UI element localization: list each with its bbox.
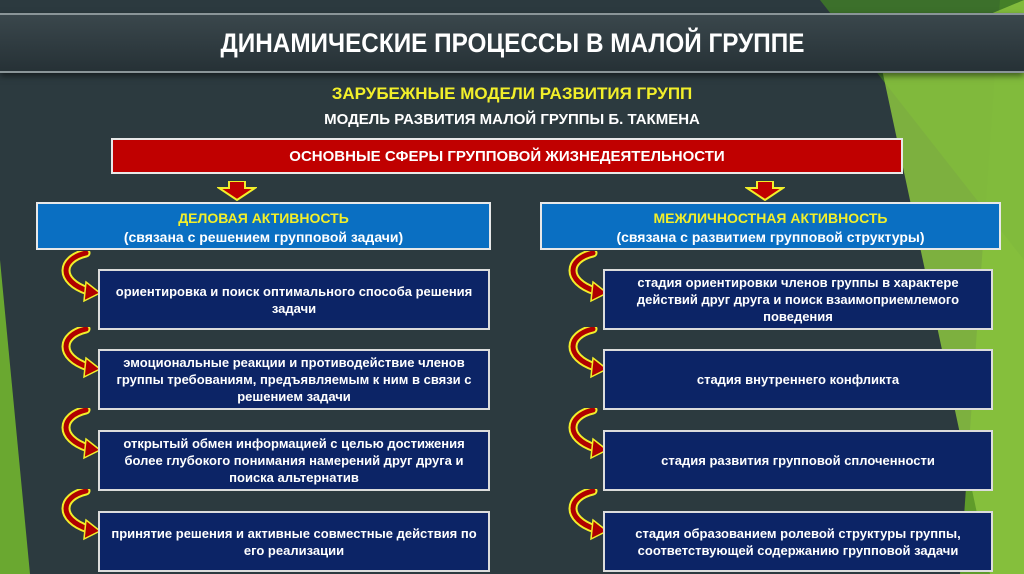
curved-arrow-icon <box>568 408 609 460</box>
left-stage-box: принятие решения и активные совместные д… <box>98 511 490 572</box>
interpersonal-activity-heading: МЕЖЛИЧНОСТНАЯ АКТИВНОСТЬ <box>653 210 888 226</box>
right-stage-box: стадия ориентировки членов группы в хара… <box>603 269 993 330</box>
stage-text: стадия образованием ролевой структуры гр… <box>635 525 961 558</box>
curved-arrow-icon <box>568 489 609 541</box>
stage-text: эмоциональные реакции и противодействие … <box>116 355 472 404</box>
curved-arrow-icon <box>61 489 102 541</box>
main-sphere-bar: ОСНОВНЫЕ СФЕРЫ ГРУППОВОЙ ЖИЗНЕДЕЯТЕЛЬНОС… <box>111 138 903 174</box>
stage-text: ориентировка и поиск оптимального способ… <box>115 283 473 316</box>
stage-text: стадия внутреннего конфликта <box>696 372 900 387</box>
right-stage-box: стадия развития групповой сплоченности <box>603 430 993 491</box>
down-arrow-icon <box>745 181 785 201</box>
business-activity-heading: ДЕЛОВАЯ АКТИВНОСТЬ <box>178 210 349 226</box>
subtitle: ЗАРУБЕЖНЫЕ МОДЕЛИ РАЗВИТИЯ ГРУПП <box>331 84 693 103</box>
left-stage-box: открытый обмен информацией с целью дости… <box>98 430 490 491</box>
business-activity-box: ДЕЛОВАЯ АКТИВНОСТЬ (связана с решением г… <box>36 202 491 250</box>
business-activity-note: (связана с решением групповой задачи) <box>123 229 404 245</box>
right-stage-box: стадия образованием ролевой структуры гр… <box>603 511 993 572</box>
curved-arrow-icon <box>568 327 609 379</box>
curved-arrow-icon <box>568 251 609 303</box>
curved-arrow-icon <box>61 408 102 460</box>
stage-text: принятие решения и активные совместные д… <box>111 525 477 558</box>
slide-title: ДИНАМИЧЕСКИЕ ПРОЦЕССЫ В МАЛОЙ ГРУППЕ <box>219 27 804 58</box>
curved-arrow-icon <box>61 251 102 303</box>
right-stage-box: стадия внутреннего конфликта <box>603 349 993 410</box>
stage-text: стадия развития групповой сплоченности <box>661 453 935 468</box>
down-arrow-icon <box>217 181 257 201</box>
curved-arrow-icon <box>61 327 102 379</box>
model-title: МОДЕЛЬ РАЗВИТИЯ МАЛОЙ ГРУППЫ Б. ТАКМЕНА <box>324 111 700 128</box>
stage-text: стадия ориентировки членов группы в хара… <box>636 275 960 324</box>
title-bar: ДИНАМИЧЕСКИЕ ПРОЦЕССЫ В МАЛОЙ ГРУППЕ <box>0 13 1024 73</box>
stage-text: открытый обмен информацией с целью дости… <box>123 436 465 485</box>
left-stage-box: ориентировка и поиск оптимального способ… <box>98 269 490 330</box>
interpersonal-activity-note: (связана с развитием групповой структуры… <box>616 229 925 245</box>
left-stage-box: эмоциональные реакции и противодействие … <box>98 349 490 410</box>
interpersonal-activity-box: МЕЖЛИЧНОСТНАЯ АКТИВНОСТЬ (связана с разв… <box>540 202 1001 250</box>
